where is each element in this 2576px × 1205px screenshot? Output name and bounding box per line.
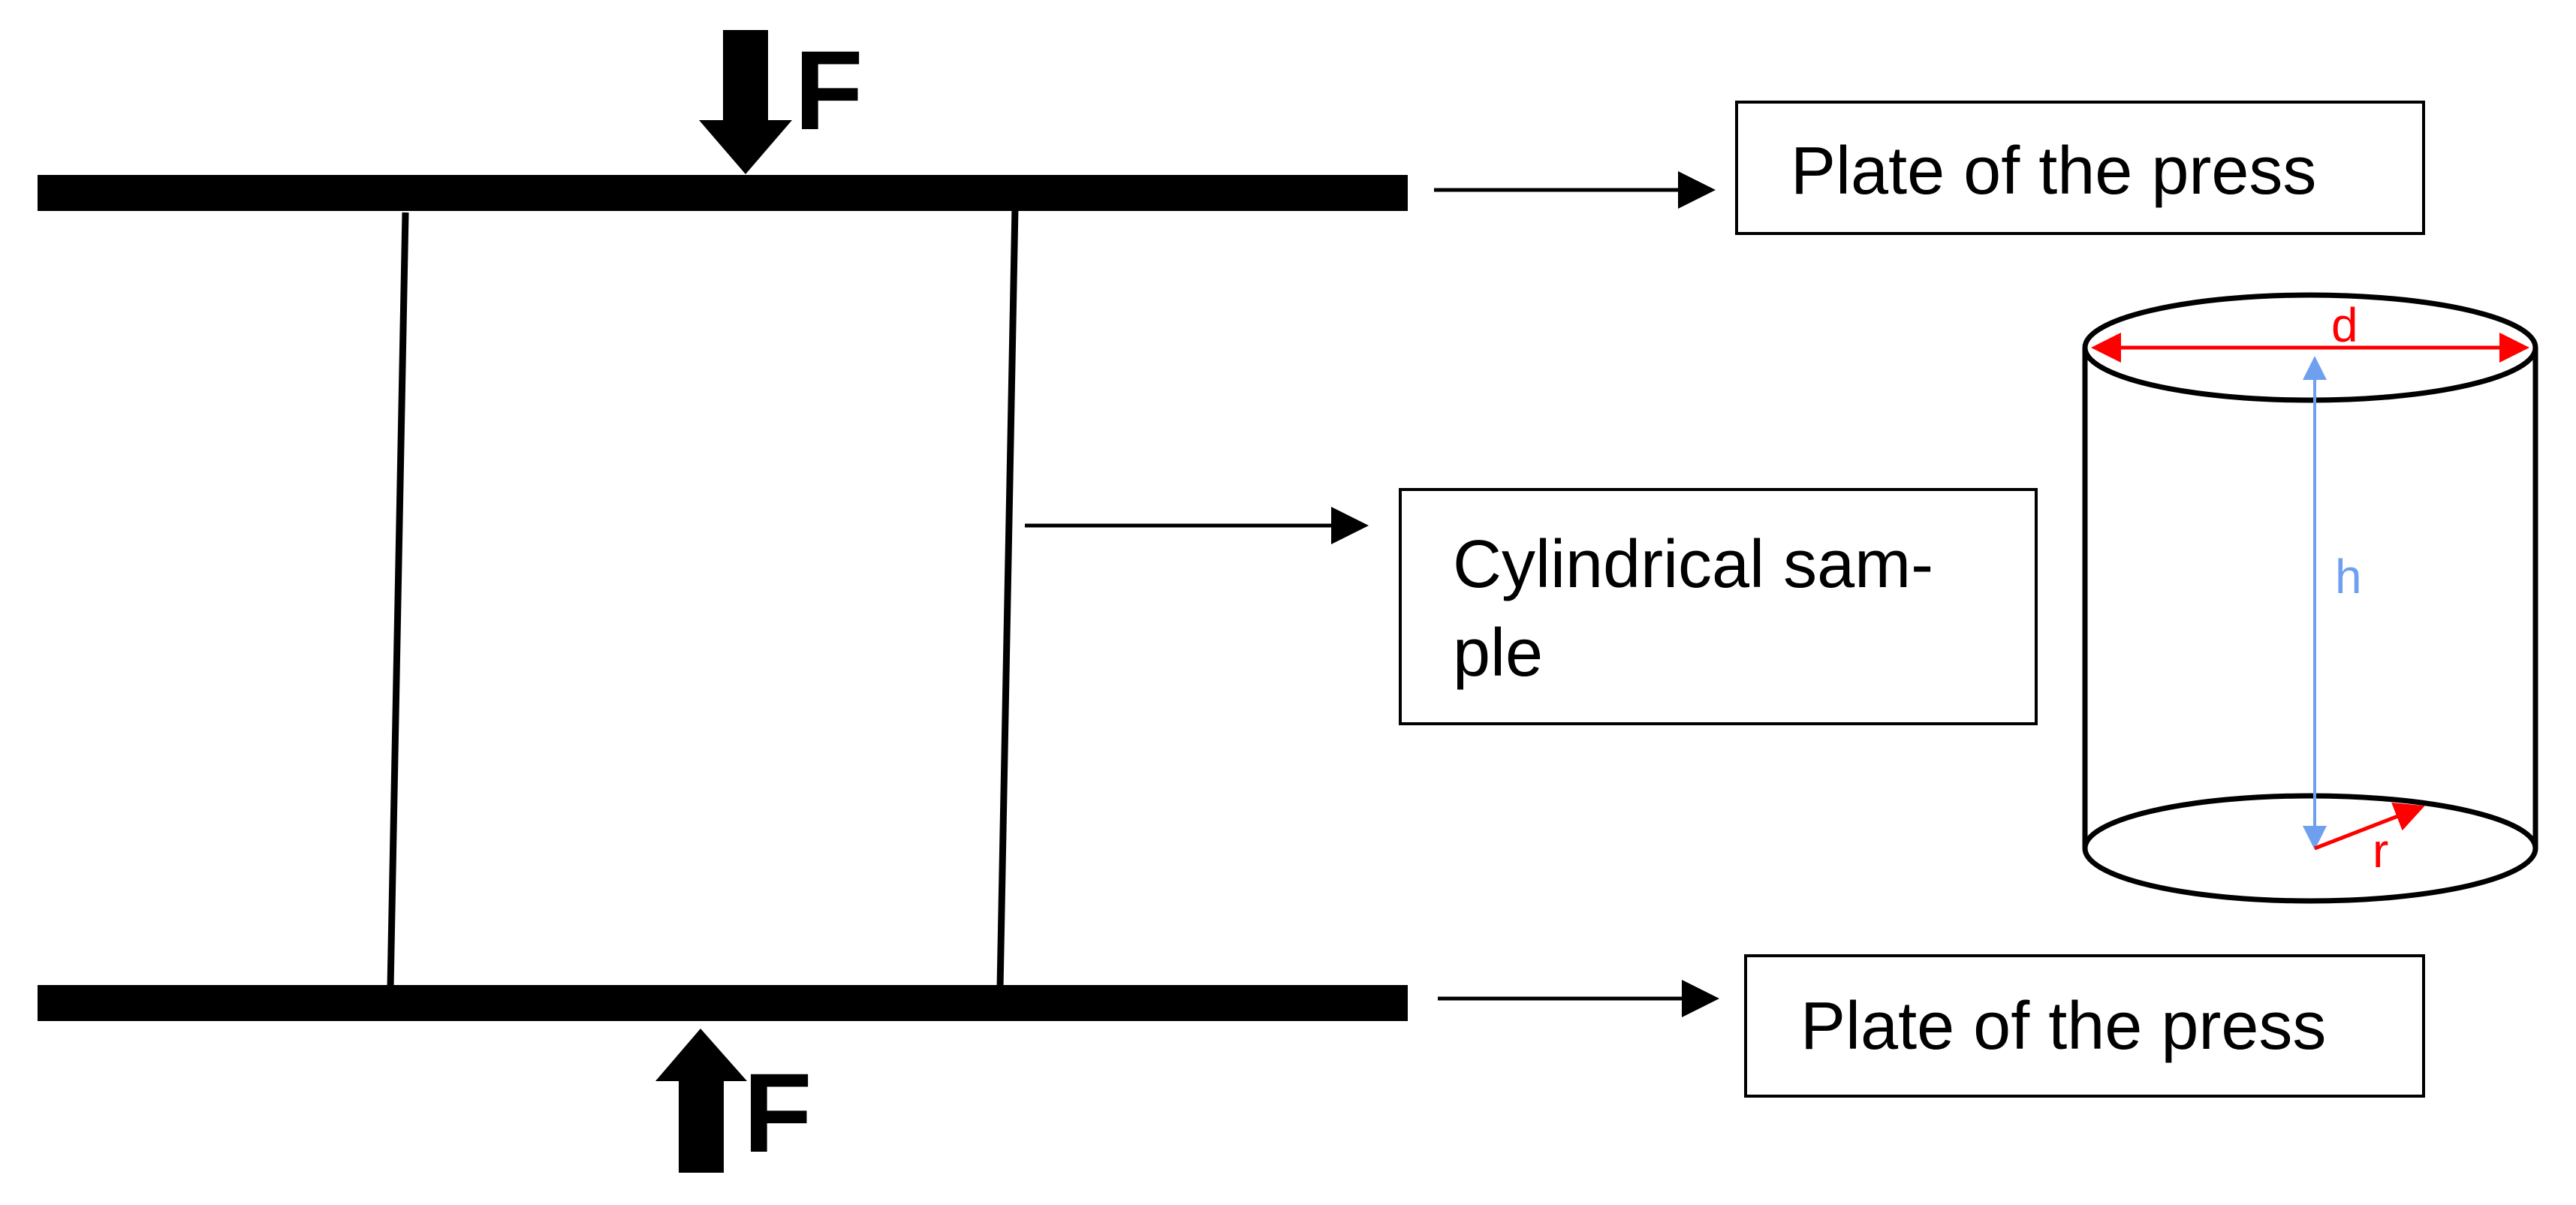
top-press-plate [38,175,1408,211]
top-plate-label-box: Plate of the press [1735,101,2425,235]
sample-left-edge [387,212,409,989]
cylinder-illustration: d h r [2082,292,2538,904]
height-label: h [2335,550,2362,604]
bottom-plate-label-box: Plate of the press [1744,954,2425,1098]
radius-arrow [2314,802,2425,851]
top-force-arrow [699,30,792,174]
top-force-label: F [794,27,863,153]
bottom-force-arrow [655,1029,747,1173]
radius-label: r [2373,824,2388,878]
sample-right-edge [996,206,1019,989]
bottom-force-label: F [743,1050,812,1176]
bottom-plate-label: Plate of the press [1800,989,2326,1064]
cylinder-bottom-ellipse [2082,793,2538,904]
sample-label-box: Cylindrical sam- ple [1399,488,2038,725]
sample-label-line1: Cylindrical sam- [1453,527,1933,602]
sample-label-line2: ple [1453,616,1543,691]
bottom-press-plate [38,985,1408,1021]
diameter-label: d [2331,298,2358,352]
top-plate-label: Plate of the press [1791,134,2316,209]
